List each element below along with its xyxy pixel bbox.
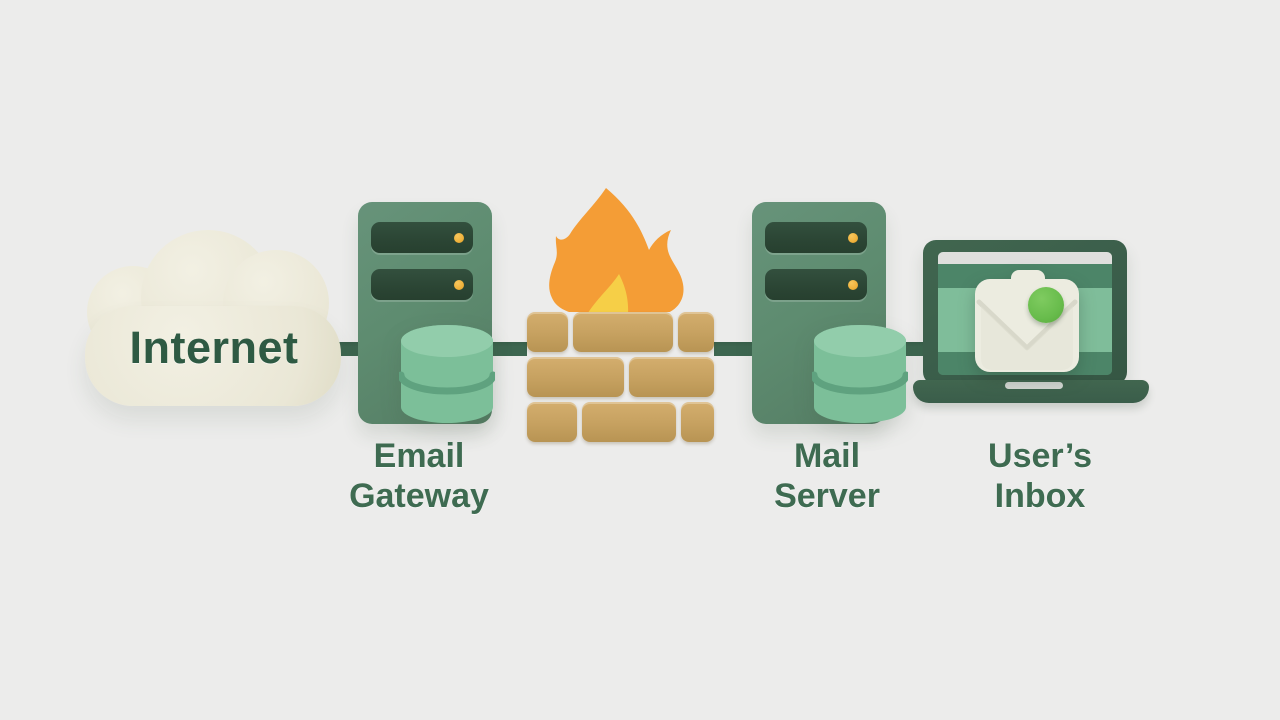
brick [527,402,577,442]
indicator-light-icon [848,280,858,290]
internet-node: Internet [85,228,343,408]
label-line: Inbox [994,477,1086,515]
cloud-icon [85,306,341,406]
label-line: Gateway [349,477,489,515]
brick [573,312,673,352]
internet-label: Internet [129,322,299,373]
brick [681,402,714,442]
envelope-icon [975,270,1079,372]
firewall-icon [527,312,714,442]
brick-row [527,312,714,352]
database-icon [397,324,497,424]
laptop-base [913,380,1149,403]
brick [582,402,676,442]
email-gateway-label: Email Gateway [309,436,529,516]
screen-menubar [938,252,1112,264]
brick [629,357,714,397]
indicator-light-icon [848,233,858,243]
brick-row [527,357,714,397]
brick [678,312,714,352]
notification-dot-icon [1028,287,1064,323]
server-slot [371,222,473,253]
label-line: Email [373,437,465,475]
brick [527,357,624,397]
label-line: User’s [988,437,1092,475]
server-slot [765,222,867,253]
brick-row [527,402,714,442]
brick [527,312,568,352]
label-line: Server [774,477,880,515]
laptop-notch [1005,382,1063,389]
label-line: Mail [793,437,861,475]
database-icon [810,324,910,424]
indicator-light-icon [454,280,464,290]
indicator-light-icon [454,233,464,243]
server-slot [371,269,473,300]
users-inbox-label: User’s Inbox [930,436,1150,516]
flame-icon [540,186,690,316]
mail-server-label: Mail Server [717,436,937,516]
server-slot [765,269,867,300]
